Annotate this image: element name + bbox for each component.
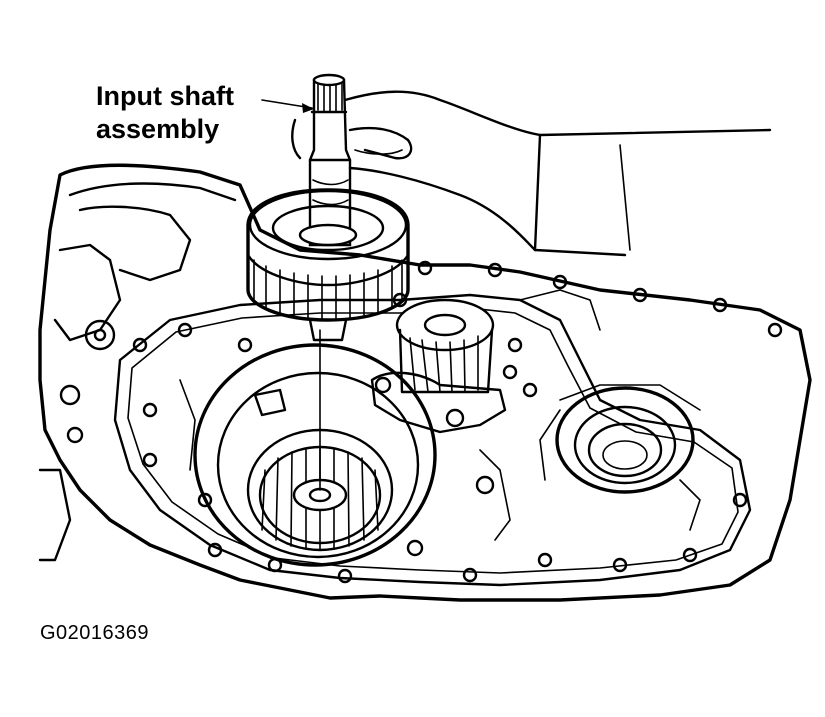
figure-id: G02016369 bbox=[40, 622, 150, 644]
pinion-gear bbox=[370, 298, 518, 434]
case-bolt-holes bbox=[132, 260, 783, 584]
callout-line-1: Input shaft bbox=[96, 81, 234, 111]
callout-line-2: assembly bbox=[96, 114, 220, 144]
input-shaft-assembly bbox=[246, 73, 410, 491]
differential-bore bbox=[555, 384, 701, 531]
technician-hand bbox=[291, 90, 772, 257]
transaxle-case bbox=[38, 163, 812, 602]
input-shaft-callout: Input shaft assembly bbox=[96, 80, 234, 146]
callout-arrowhead bbox=[302, 103, 314, 113]
clutch-bore bbox=[193, 343, 437, 567]
